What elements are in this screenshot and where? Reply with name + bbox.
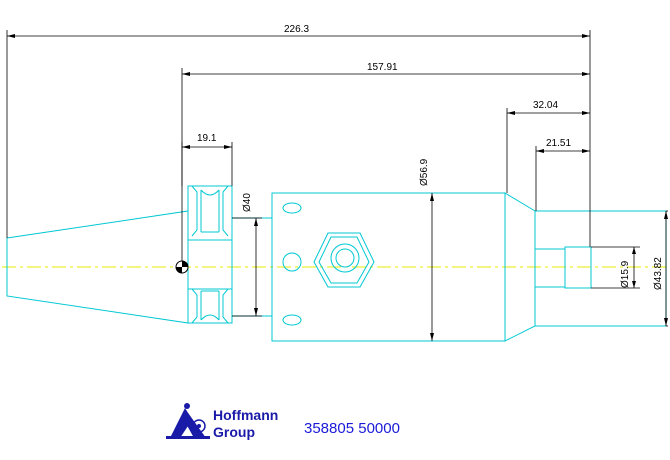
- flange-groove-bottom-2: [222, 288, 229, 324]
- dimensions: 226.3 157.91 32.04 21.51 19.1 Ø40: [6, 24, 668, 341]
- pilot-end: [564, 246, 592, 289]
- logo-line-2: Group: [213, 424, 255, 440]
- screw-head: [330, 243, 360, 273]
- hoffmann-group-logo: Hoffmann Group: [166, 403, 278, 440]
- pilot-stub: [534, 248, 566, 288]
- part-number: 358805 50000: [304, 420, 400, 437]
- dim-stub-length: 21.51: [546, 138, 571, 149]
- flange-groove-top-inner: [200, 189, 220, 233]
- dim-gauge-length: 157.91: [367, 62, 398, 73]
- logo-figure-icon: [166, 403, 210, 439]
- flange-groove-top-2: [222, 185, 229, 237]
- hex-clamp-screw-inner: [318, 236, 370, 284]
- dim-nose-length: 32.04: [533, 100, 558, 111]
- gauge-point-marker: [175, 260, 189, 274]
- screw-socket: [335, 248, 355, 268]
- flange-groove-bottom-inner: [200, 290, 220, 321]
- nose-cylinder: [534, 210, 667, 327]
- slot-top: [282, 202, 302, 214]
- hex-clamp-screw: [313, 232, 375, 288]
- side-hole: [282, 252, 302, 272]
- dim-flange-width: 19.1: [197, 133, 217, 144]
- flange-groove-top: [191, 185, 198, 237]
- dim-overall-length: 226.3: [284, 24, 309, 35]
- tool-holder-outline: [6, 185, 667, 342]
- slot-bottom: [282, 314, 302, 326]
- dim-shank-diameter: Ø40: [242, 193, 253, 212]
- logo-line-1: Hoffmann: [213, 407, 278, 423]
- dim-bore-diameter: Ø15.9: [620, 260, 631, 288]
- flange-groove-bottom: [191, 288, 198, 324]
- dim-body-diameter: Ø56.9: [419, 158, 430, 186]
- dim-nose-diameter: Ø43.82: [653, 257, 664, 290]
- flange: [187, 185, 233, 324]
